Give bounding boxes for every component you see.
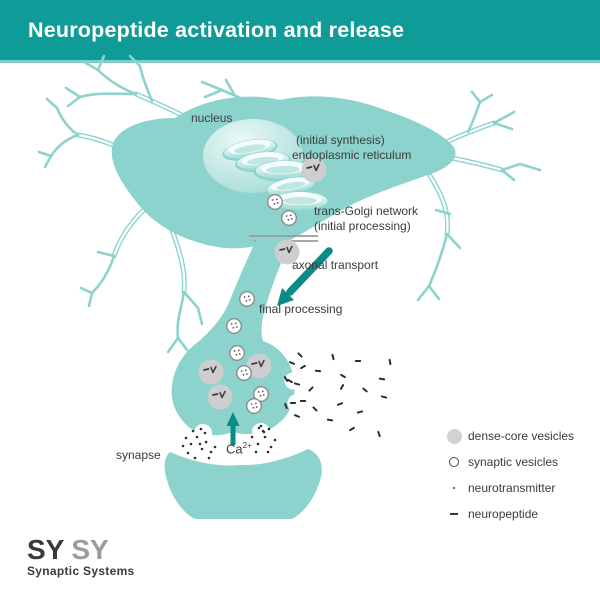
calcium-arrow bbox=[226, 412, 240, 445]
legend-row-neuropeptide: neuropeptide bbox=[444, 501, 574, 527]
label-final-processing: final processing bbox=[259, 302, 343, 316]
synaptic-vesicle-icon bbox=[444, 457, 464, 467]
dendrite-branches bbox=[37, 54, 542, 354]
label-axonal-transport: axonal transport bbox=[292, 258, 379, 272]
page-title: Neuropeptide activation and release bbox=[28, 17, 405, 42]
label-initial-synthesis: (initial synthesis) bbox=[296, 133, 385, 147]
label-trans-golgi: trans-Golgi network bbox=[314, 204, 419, 218]
legend-label: dense-core vesicles bbox=[468, 429, 575, 443]
axonal-transport-arrow bbox=[277, 247, 333, 306]
label-synapse: synapse bbox=[116, 448, 161, 462]
neuropeptide-icon bbox=[444, 513, 464, 515]
axon-and-terminal bbox=[171, 238, 295, 436]
legend-row-synaptic: synaptic vesicles bbox=[444, 449, 574, 475]
legend: dense-core vesicles synaptic vesicles ne… bbox=[444, 423, 574, 527]
neuropeptide-particles bbox=[283, 352, 392, 438]
legend-row-dense-core: dense-core vesicles bbox=[444, 423, 574, 449]
label-calcium: Ca2+ bbox=[226, 441, 252, 457]
neurotransmitter-icon bbox=[444, 486, 464, 490]
header-bar: Neuropeptide activation and release bbox=[0, 0, 600, 63]
legend-label: neuropeptide bbox=[468, 507, 539, 521]
postsynaptic-cell bbox=[164, 449, 322, 519]
legend-row-neurotransmitter: neurotransmitter bbox=[444, 475, 574, 501]
legend-label: neurotransmitter bbox=[468, 481, 556, 495]
legend-label: synaptic vesicles bbox=[468, 455, 559, 469]
label-initial-processing: (initial processing) bbox=[314, 219, 411, 233]
label-nucleus: nucleus bbox=[191, 111, 233, 125]
label-endoplasmic-reticulum: endoplasmic reticulum bbox=[292, 148, 412, 162]
dense-core-vesicle-icon bbox=[444, 428, 464, 444]
logo-subtitle: Synaptic Systems bbox=[27, 564, 135, 578]
